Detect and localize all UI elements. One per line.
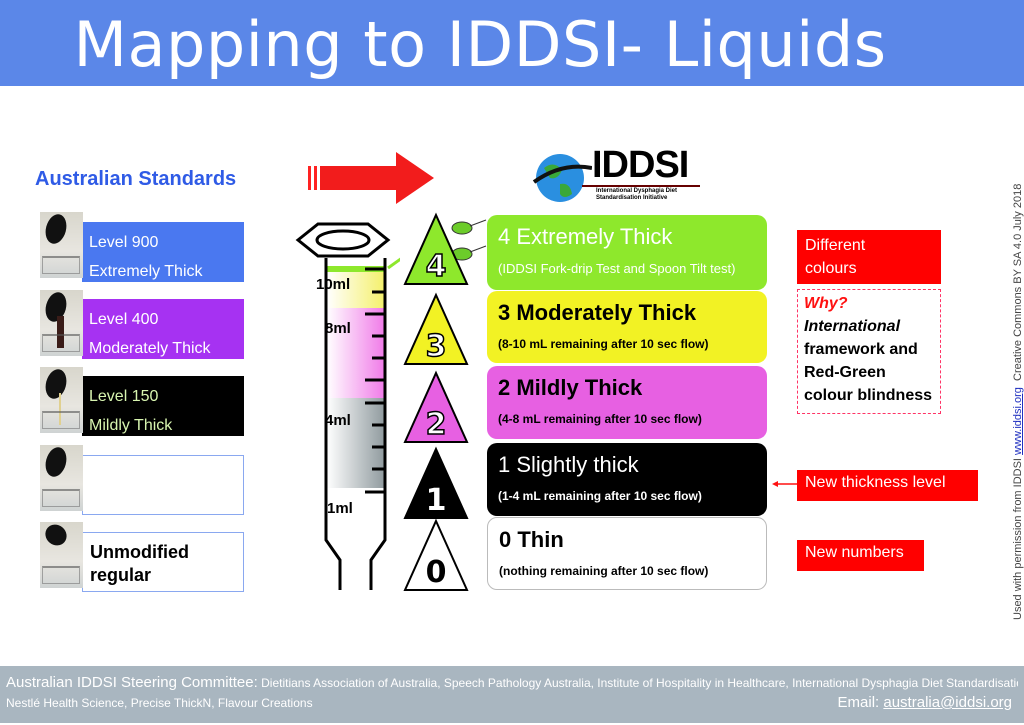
level-0-triangle-icon: 0 — [403, 518, 469, 591]
right-arrow-icon — [308, 152, 434, 204]
different-colours-note: Different colours — [797, 230, 941, 284]
aus-level-desc: Moderately Thick — [89, 340, 211, 357]
note-text: Different — [805, 237, 866, 254]
spoon-photo — [40, 289, 83, 356]
left-arrow-icon — [772, 481, 798, 487]
iddsi-level-4: 4 Extremely Thick (IDDSI Fork-drip Test a… — [487, 215, 767, 290]
page-title: Mapping to IDDSI- Liquids — [73, 8, 887, 81]
level-desc: (8-10 mL remaining after 10 sec flow) — [498, 337, 709, 351]
logo-subtitle: International Dysphagia Diet — [596, 188, 678, 194]
aus-level-label: Level 400 — [89, 311, 159, 328]
level-3-triangle-icon: 3 — [403, 292, 469, 365]
level-name: 0 Thin — [499, 527, 564, 552]
new-thickness-level-note: New thickness level — [797, 470, 978, 501]
new-numbers-note: New numbers — [797, 540, 924, 571]
level-1-triangle-icon: 1 — [403, 446, 469, 519]
logo-wordmark: IDDSI — [592, 144, 689, 186]
aus-level-desc: regular — [90, 565, 152, 585]
level-4-triangle-icon: 4 — [403, 212, 469, 285]
footer: Australian IDDSI Steering Committee: Die… — [0, 666, 1024, 723]
aus-level-label: Unmodified — [90, 542, 189, 562]
level-name: 3 Moderately Thick — [498, 300, 697, 325]
aus-level-desc: Mildly Thick — [89, 417, 173, 434]
iddsi-level-3: 3 Moderately Thick (8-10 mL remaining aft… — [487, 291, 767, 363]
header-band — [0, 0, 1024, 86]
iddsi-level-2: 2 Mildly Thick (4-8 mL remaining after 10… — [487, 366, 767, 439]
why-note: Why? International framework and Red-Gre… — [797, 289, 941, 414]
email-label: Email: — [837, 694, 880, 711]
aus-level-label: Level 150 — [89, 388, 159, 405]
syringe-illustration — [295, 222, 400, 590]
syringe-label-4ml: 4ml — [325, 412, 351, 429]
level-desc: (nothing remaining after 10 sec flow) — [499, 564, 709, 578]
logo-subtitle: Standardisation Initiative — [596, 195, 668, 201]
level-number: 0 — [426, 555, 447, 590]
aus-level-label: Level 900 — [89, 234, 159, 251]
aus-level-unmodified: Unmodified regular — [82, 532, 244, 592]
note-text: colour blindness — [804, 387, 933, 404]
level-number: 1 — [426, 483, 447, 518]
syringe-label-8ml: 8ml — [325, 320, 351, 337]
footer-members: Nestlé Health Science, Precise ThickN, F… — [6, 696, 313, 710]
footer-members: Dietitians Association of Australia, Spe… — [261, 676, 1018, 690]
australian-standards-heading: Australian Standards — [35, 168, 237, 190]
globe-icon — [532, 154, 592, 202]
note-text: framework and — [804, 341, 918, 358]
iddsi-website-link[interactable]: www.iddsi.org — [1012, 387, 1024, 455]
aus-level-blank — [82, 455, 244, 515]
aus-level-desc: Extremely Thick — [89, 263, 203, 280]
credit-license: Creative Commons BY SA 4.0 July 2018 — [1012, 183, 1024, 381]
spoon-photo — [40, 366, 83, 433]
spoon-tilt-icon — [451, 219, 487, 261]
level-number: 4 — [426, 249, 447, 284]
note-text: Red-Green — [804, 364, 886, 381]
level-number: 3 — [426, 329, 447, 364]
iddsi-level-1: 1 Slightly thick (1-4 mL remaining after … — [487, 443, 767, 516]
credit-pre: Used with permission from IDDSI — [1012, 458, 1024, 620]
level-name: 2 Mildly Thick — [498, 375, 643, 400]
syringe-label-1ml: 1ml — [327, 500, 353, 517]
level-2-triangle-icon: 2 — [403, 370, 469, 443]
note-text: International — [804, 318, 901, 335]
iddsi-level-0: 0 Thin (nothing remaining after 10 sec fl… — [487, 517, 767, 590]
credit-text: Used with permission from IDDSI www.idds… — [1012, 140, 1024, 620]
footer-committee: Australian IDDSI Steering Committee: — [6, 674, 258, 691]
level-desc: (4-8 mL remaining after 10 sec flow) — [498, 412, 702, 426]
syringe-label-10ml: 10ml — [316, 276, 351, 293]
level-name: 1 Slightly thick — [498, 452, 639, 477]
spoon-photo — [40, 444, 83, 511]
spoon-photo — [40, 520, 83, 588]
level-desc: (1-4 mL remaining after 10 sec flow) — [498, 489, 702, 503]
level-name: 4 Extremely Thick — [498, 224, 673, 249]
level-number: 2 — [426, 407, 447, 442]
spoon-photo — [40, 211, 83, 278]
note-text: colours — [805, 260, 857, 277]
level-desc: (IDDSI Fork-drip Test and Spoon Tilt tes… — [498, 261, 736, 276]
email-link[interactable]: australia@iddsi.org — [883, 694, 1012, 711]
why-heading: Why? — [804, 295, 848, 312]
